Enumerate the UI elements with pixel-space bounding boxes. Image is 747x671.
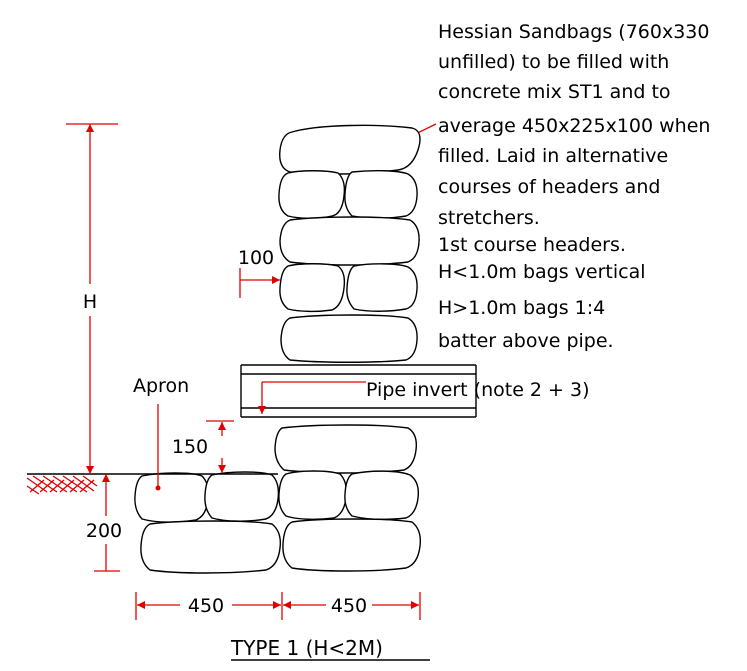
- ground-hatch: [26, 475, 98, 495]
- note-line: 1st course headers.: [438, 234, 626, 256]
- dimension-h-label: H: [83, 291, 97, 313]
- sandbag: [278, 470, 348, 521]
- sandbag: [282, 518, 422, 572]
- apron-label: Apron: [133, 375, 189, 397]
- dimension-150-label: 150: [172, 436, 208, 458]
- dimension-150: 150: [172, 420, 234, 473]
- title-label: TYPE 1 (H<2M): [230, 636, 383, 660]
- note-line: Hessian Sandbags (760x330: [438, 21, 709, 43]
- note-line: batter above pipe.: [438, 330, 614, 352]
- sandbag: [278, 170, 346, 219]
- sandbag: [279, 263, 346, 313]
- sandbag: [140, 520, 282, 574]
- dimension-h: H: [66, 123, 118, 474]
- note-line: concrete mix ST1 and to: [438, 81, 671, 103]
- dimension-100: 100: [238, 247, 280, 298]
- note-line: stretchers.: [438, 207, 540, 229]
- sandbag: [279, 124, 421, 175]
- apron-callout: Apron: [133, 375, 189, 491]
- lower-sandbag-stack: [134, 424, 422, 574]
- sandbag-specification-note: Hessian Sandbags (760x330 unfilled) to b…: [438, 21, 710, 352]
- note-line: filled. Laid in alternative: [438, 145, 668, 167]
- sandbag: [346, 263, 418, 312]
- dimension-450-pair: 450 450: [135, 592, 421, 620]
- dimension-200: 200: [86, 474, 122, 572]
- drawing-title: TYPE 1 (H<2M): [230, 636, 430, 661]
- note-line: H<1.0m bags vertical: [438, 261, 646, 283]
- dimension-450-left-label: 450: [188, 595, 224, 617]
- note-line: courses of headers and: [438, 176, 660, 198]
- upper-sandbag-stack: [278, 124, 421, 363]
- sandbag: [344, 470, 420, 521]
- note-line: average 450x225x100 when: [438, 115, 710, 137]
- dimension-100-label: 100: [238, 247, 274, 269]
- pipe-invert-callout: Pipe invert (note 2 + 3): [258, 379, 590, 414]
- sandbag: [134, 472, 210, 523]
- dimension-200-label: 200: [86, 520, 122, 542]
- sandbag: [279, 216, 420, 266]
- sandbag: [274, 424, 418, 474]
- sandbag: [280, 314, 418, 363]
- sandbag: [344, 169, 418, 219]
- pipe-invert-label: Pipe invert (note 2 + 3): [366, 379, 590, 401]
- note-line: unfilled) to be filled with: [438, 51, 669, 73]
- dimension-450-right-label: 450: [331, 595, 367, 617]
- pipe: [240, 364, 477, 418]
- sandbag: [204, 471, 280, 522]
- note-line: H>1.0m bags 1:4: [438, 297, 605, 319]
